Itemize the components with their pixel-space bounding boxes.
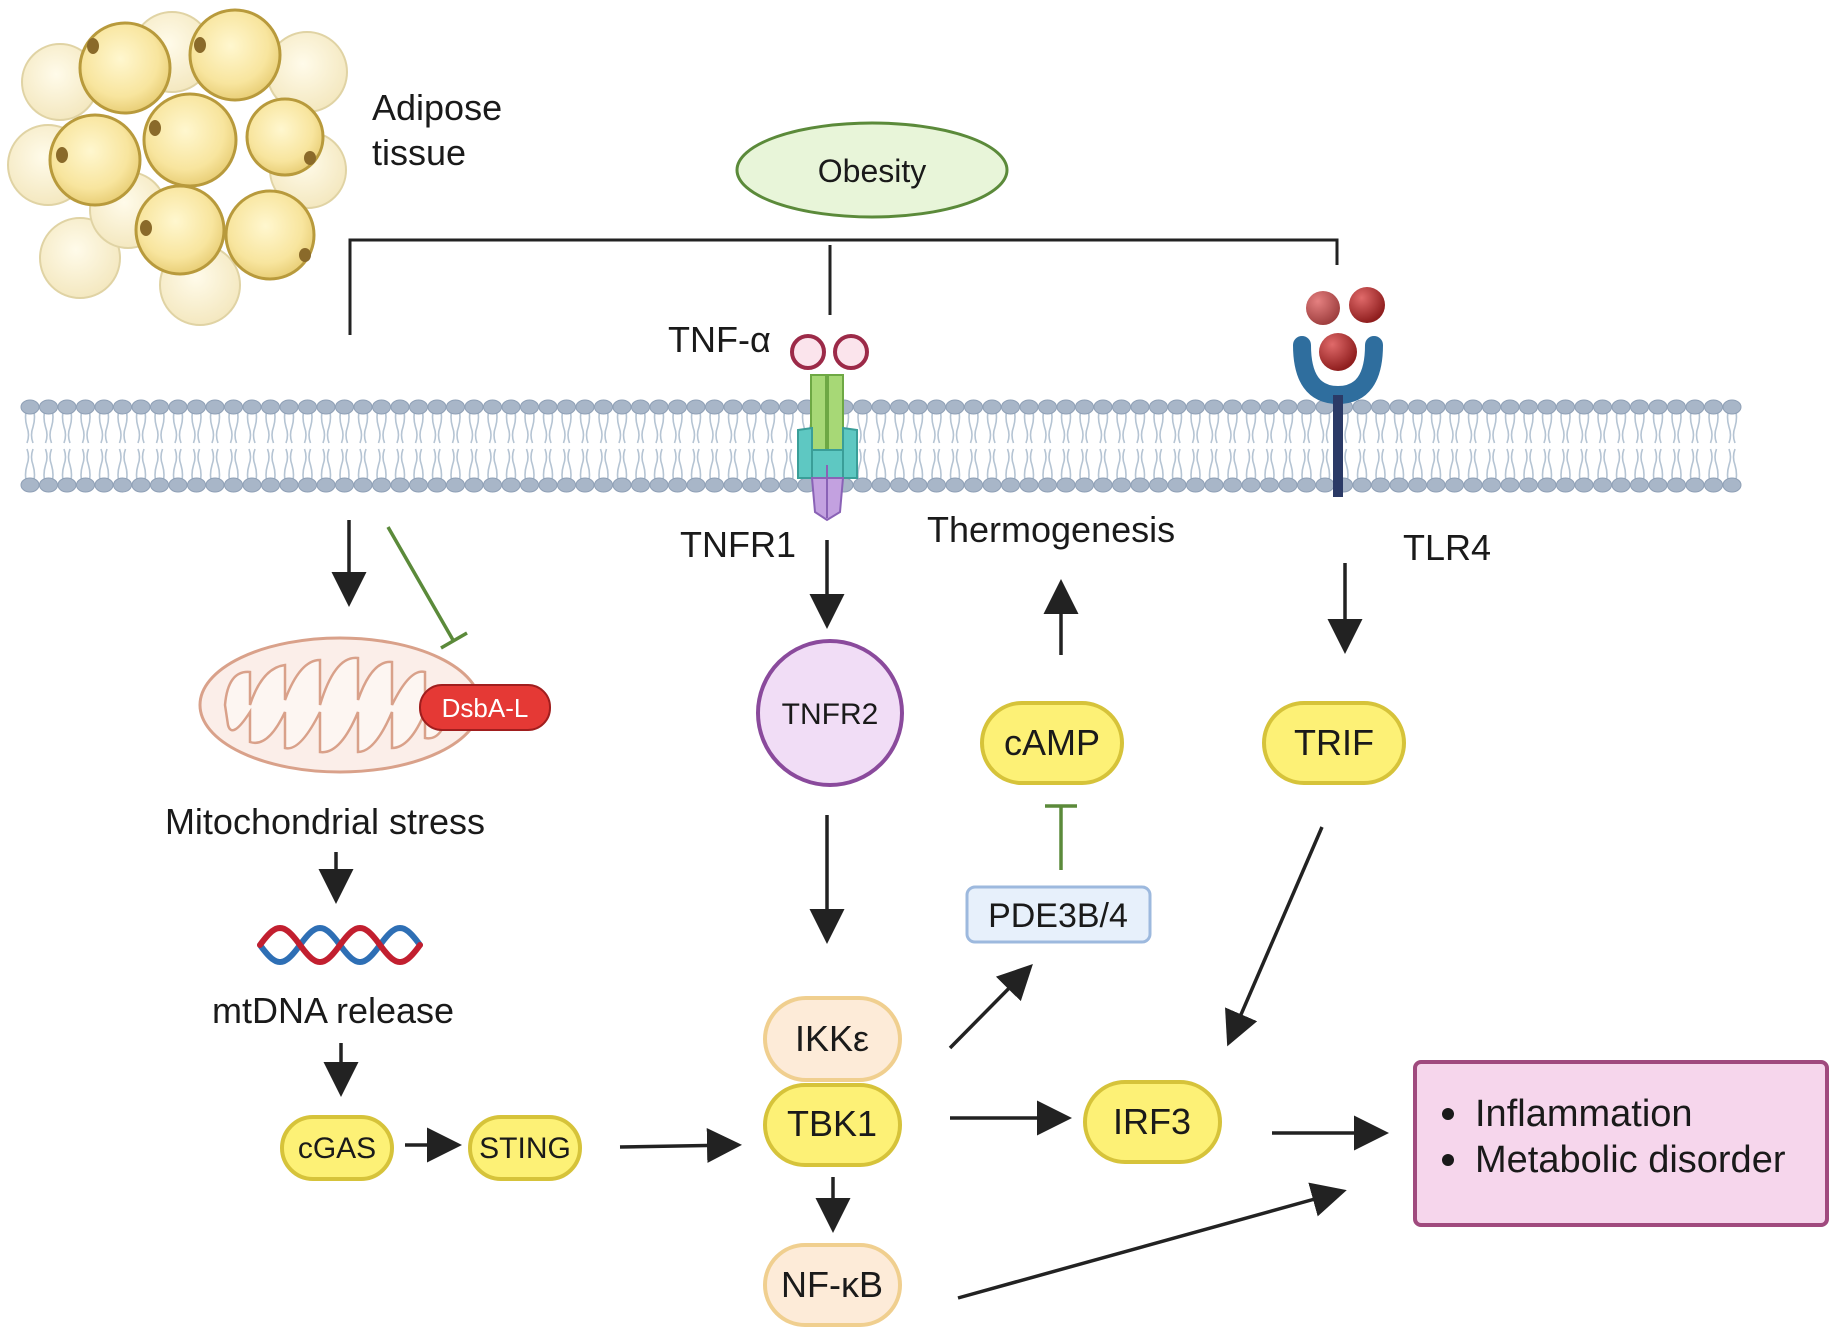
tnf-alpha-ligand-icon <box>790 334 869 370</box>
tlr4-receptor-icon <box>1293 336 1383 497</box>
ikke-node: IKKε <box>763 996 902 1082</box>
adipose-tissue-icon <box>7 8 348 326</box>
outcome-bullet-1 <box>1442 1108 1454 1120</box>
trif-label: TRIF <box>1294 722 1374 763</box>
tnfr2-label: TNFR2 <box>782 698 879 731</box>
pde-label: PDE3B/4 <box>988 897 1128 935</box>
cgas-node: cGAS <box>280 1115 394 1181</box>
irf3-node: IRF3 <box>1083 1080 1222 1164</box>
outcome-box: Inflammation Metabolic disorder <box>1413 1060 1829 1227</box>
nfkb-node: NF-κB <box>763 1243 902 1327</box>
ikke-label: IKKε <box>795 1018 869 1059</box>
tnf-alpha-label: TNF-α <box>668 319 771 360</box>
thermogenesis-label: Thermogenesis <box>927 509 1175 550</box>
cell-membrane <box>20 399 1742 493</box>
inhibition-lines <box>386 526 1077 870</box>
nfkb-label: NF-κB <box>781 1264 883 1305</box>
mito-stress-label: Mitochondrial stress <box>165 801 485 842</box>
arrow-sting-to-tbk1 <box>619 1127 742 1163</box>
inhibit-bar-dsbal <box>440 631 468 650</box>
cgas-label: cGAS <box>298 1132 376 1165</box>
inhibit-to-dsbal <box>386 526 455 641</box>
dsbal-label: DsbA-L <box>442 693 529 723</box>
tnfr2-node: TNFR2 <box>756 639 904 787</box>
obesity-label: Obesity <box>818 153 926 189</box>
outcome-item-inflammation: Inflammation <box>1475 1093 1693 1135</box>
tbk1-node: TBK1 <box>763 1083 902 1167</box>
sting-label: STING <box>479 1132 571 1165</box>
mtdna-label: mtDNA release <box>212 990 454 1031</box>
dsbal-node: DsbA-L <box>419 684 551 731</box>
tnfr1-receptor-icon <box>797 374 858 522</box>
tlr4-label: TLR4 <box>1403 527 1491 568</box>
adipose-label-line2: tissue <box>372 132 466 173</box>
tnfr1-label: TNFR1 <box>680 524 796 565</box>
irf3-label: IRF3 <box>1113 1101 1191 1142</box>
sting-node: STING <box>468 1115 582 1181</box>
mitochondrion-icon <box>198 636 482 774</box>
outcome-bullet-2 <box>1442 1154 1454 1166</box>
camp-node: cAMP <box>980 701 1124 785</box>
tlr4-ligand-icon <box>1306 287 1385 371</box>
arrow-ikke-to-pde <box>948 964 1033 1050</box>
arrow-trif-to-irf3 <box>1225 826 1324 1047</box>
camp-label: cAMP <box>1004 722 1100 763</box>
dna-helix-icon <box>257 924 423 966</box>
outcome-item-metabolic-disorder: Metabolic disorder <box>1475 1139 1786 1181</box>
arrow-nfkb-to-outcome <box>957 1182 1347 1300</box>
arrows <box>318 520 1389 1300</box>
trif-node: TRIF <box>1262 701 1406 785</box>
obesity-bracket <box>348 238 1339 335</box>
pde-node: PDE3B/4 <box>965 885 1152 944</box>
obesity-node: Obesity <box>735 121 1009 219</box>
adipose-label-line1: Adipose <box>372 87 502 128</box>
tbk1-label: TBK1 <box>787 1103 877 1144</box>
